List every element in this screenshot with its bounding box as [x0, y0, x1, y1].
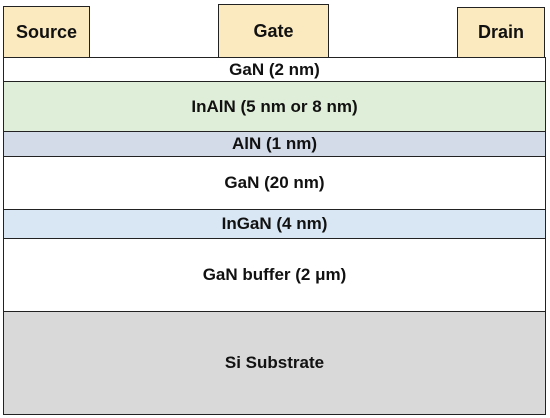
gate-contact: Gate	[218, 4, 329, 58]
layer-label: GaN (2 nm)	[229, 59, 320, 79]
layer-label: GaN (20 nm)	[224, 173, 325, 192]
layer-aln-spacer: AlN (1 nm)	[3, 131, 546, 157]
drain-contact: Drain	[457, 7, 545, 58]
layer-label: InGaN (4 nm)	[221, 214, 328, 233]
layer-label: Si Substrate	[224, 353, 325, 372]
layer-label: GaN buffer (2 μm)	[202, 265, 347, 284]
source-label: Source	[15, 21, 78, 42]
layer-ingan-backbarrier: InGaN (4 nm)	[3, 209, 546, 239]
layer-si-substrate: Si Substrate	[3, 311, 546, 415]
source-contact: Source	[3, 6, 90, 58]
layer-gan-channel: GaN (20 nm)	[3, 156, 546, 210]
layer-gan-buffer: GaN buffer (2 μm)	[3, 238, 546, 312]
layer-inaln-barrier: InAlN (5 nm or 8 nm)	[3, 81, 546, 132]
layer-gan-cap: GaN (2 nm)	[3, 57, 546, 82]
layer-label: AlN (1 nm)	[232, 134, 317, 153]
drain-label: Drain	[477, 22, 524, 42]
layer-label: InAlN (5 nm or 8 nm)	[191, 96, 358, 116]
gate-label: Gate	[253, 20, 294, 41]
